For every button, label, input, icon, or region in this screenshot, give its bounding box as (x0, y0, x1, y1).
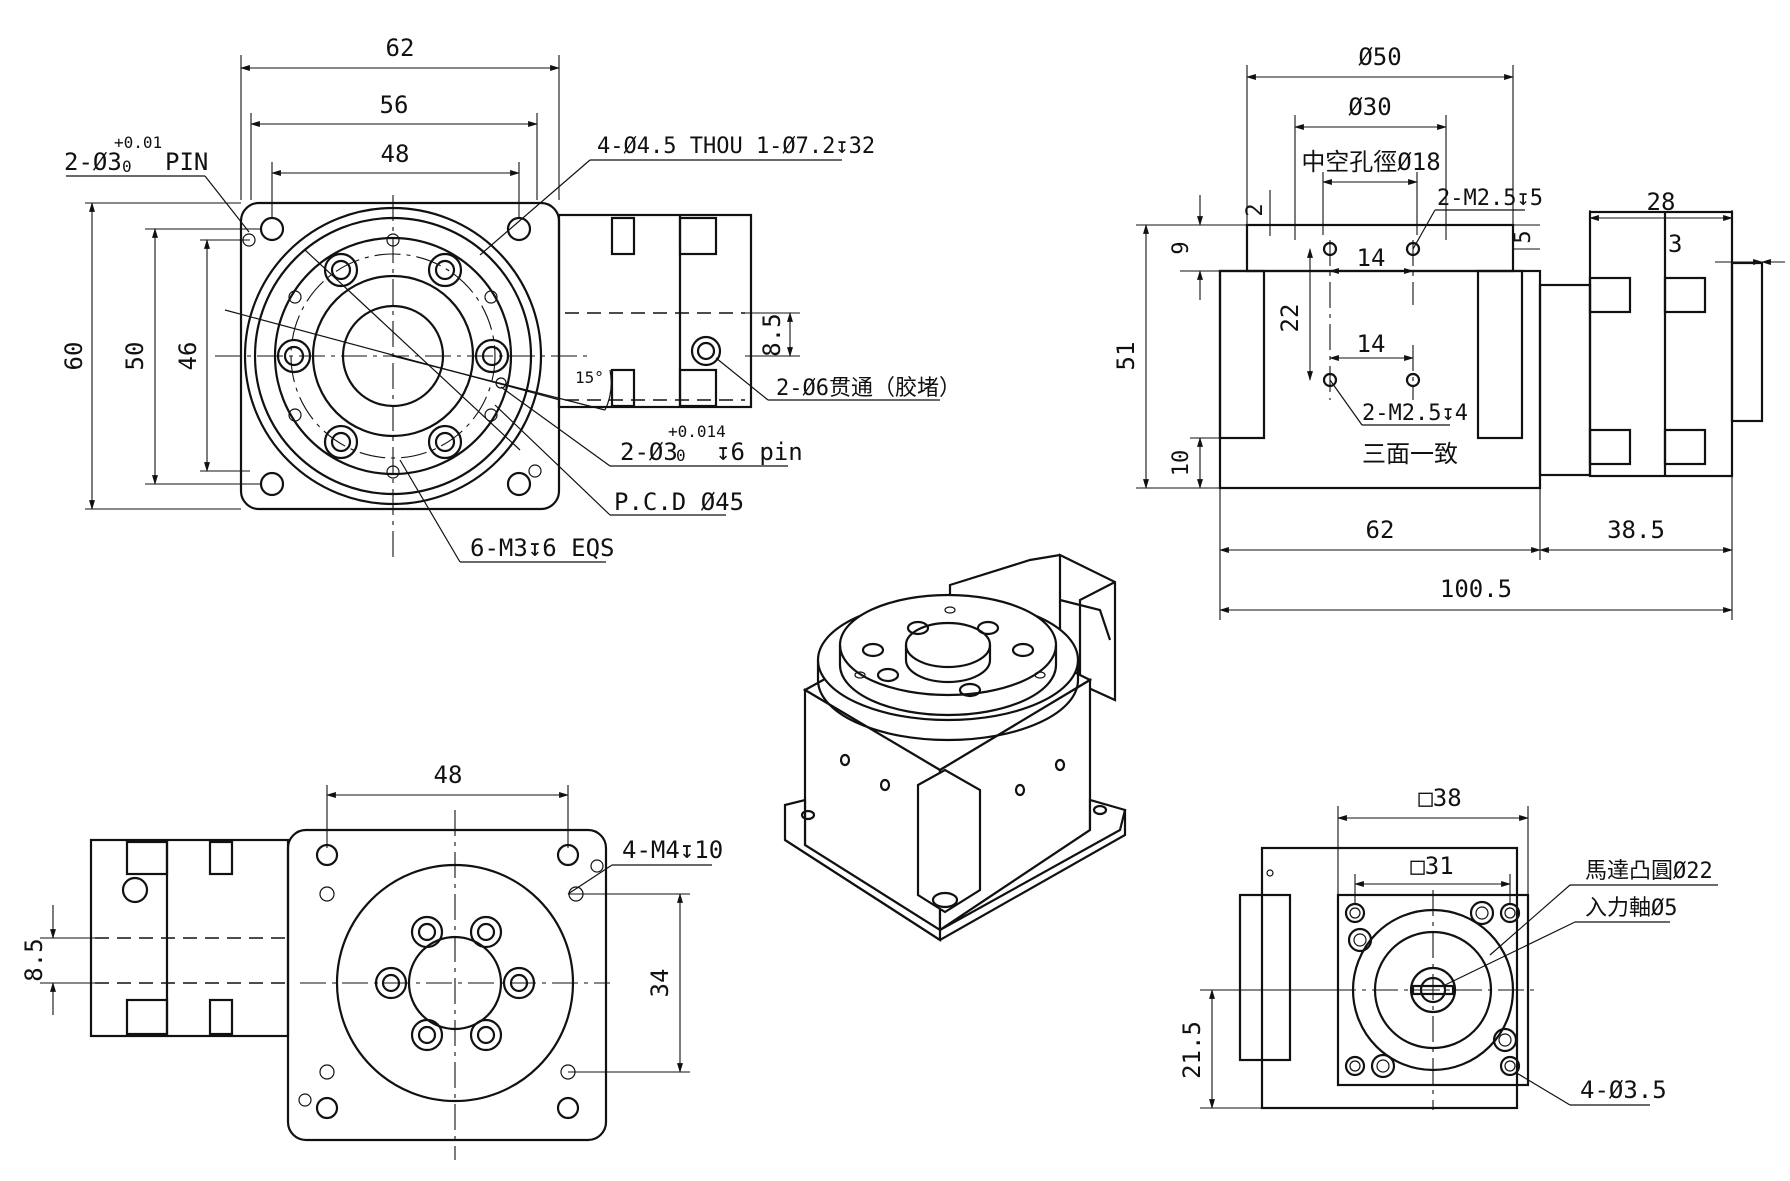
tap-bottom-callout: 2-M2.5↧4 (1362, 401, 1468, 426)
dim-46: 46 (174, 342, 202, 371)
dim-3: 3 (1668, 230, 1682, 258)
dim-14-top: 14 (1357, 244, 1386, 272)
through-hole-callout: 2-Ø6贯通（胶堵） (776, 376, 961, 401)
motor-boss-label: 馬達凸圓Ø22 (1585, 859, 1713, 884)
dim-51: 51 (1112, 342, 1140, 371)
dim-100-5: 100.5 (1440, 575, 1512, 603)
dim-d50: Ø50 (1358, 43, 1401, 71)
tapped-holes (288, 233, 507, 479)
pin2-callout-suffix: ↧6 pin (716, 438, 803, 466)
dim-22: 22 (1276, 304, 1304, 333)
dim-48-bottom: 48 (434, 761, 463, 789)
dim-9: 9 (1169, 241, 1194, 254)
pin-callout-main: 2-Ø3 (64, 148, 122, 176)
dim-62: 62 (386, 34, 415, 62)
dim-2: 2 (1243, 203, 1268, 216)
dim-38-5: 38.5 (1607, 516, 1665, 544)
dim-sq31: □31 (1410, 852, 1453, 880)
pcd-label: P.C.D Ø45 (614, 488, 744, 516)
dim-60: 60 (60, 342, 88, 371)
front-view: 62 56 48 60 50 46 8.5 15° (60, 34, 961, 563)
bottom-view: 48 8.5 34 4-M4↧10 (20, 761, 723, 1160)
pin2-callout-tol-upper: +0.014 (668, 422, 726, 441)
tap-callout-bottom: 4-M4↧10 (622, 836, 723, 864)
dim-d30: Ø30 (1348, 93, 1391, 121)
pin2-callout-tol-lower: 0 (676, 446, 686, 465)
dim-sq38: □38 (1418, 784, 1461, 812)
dim-8-5-bottom: 8.5 (20, 938, 48, 981)
dim-56: 56 (380, 91, 409, 119)
dim-8-5: 8.5 (758, 313, 786, 356)
dim-50: 50 (121, 342, 149, 371)
pin-callout-tol-upper: +0.01 (114, 133, 162, 152)
input-shaft-label: 入力軸Ø5 (1585, 896, 1678, 921)
angle-15: 15° (575, 368, 604, 387)
dim-34: 34 (646, 969, 674, 998)
dim-48: 48 (381, 140, 410, 168)
dim-14-bottom: 14 (1357, 330, 1386, 358)
tap-top-callout: 2-M2.5↧5 (1437, 186, 1543, 211)
dim-21-5: 21.5 (1178, 1021, 1206, 1079)
hollow-bore-label: 中空孔徑Ø18 (1301, 148, 1440, 176)
pin2-callout-main: 2-Ø3 (620, 438, 678, 466)
side-view: Ø50 Ø30 中空孔徑Ø18 2 9 5 2-M2.5↧5 14 22 (1112, 43, 1785, 620)
dim-10: 10 (1169, 450, 1194, 477)
dim-5: 5 (1511, 230, 1536, 243)
pin-callout-tol-lower: 0 (122, 157, 132, 176)
dim-28: 28 (1647, 188, 1676, 216)
pin-callout-suffix: PIN (165, 148, 208, 176)
tap-callout: 6-M3↧6 EQS (470, 534, 615, 562)
motor-view: □38 □31 馬達凸圓Ø22 入力軸Ø5 21.5 4-Ø3.5 (1178, 784, 1718, 1110)
hole-callout: 4-Ø4.5 THOU 1-Ø7.2↧32 (597, 134, 875, 159)
motor-hole-label: 4-Ø3.5 (1580, 1076, 1667, 1104)
dim-62-side: 62 (1366, 516, 1395, 544)
three-face-note: 三面一致 (1362, 440, 1458, 468)
isometric-view (783, 553, 1127, 943)
